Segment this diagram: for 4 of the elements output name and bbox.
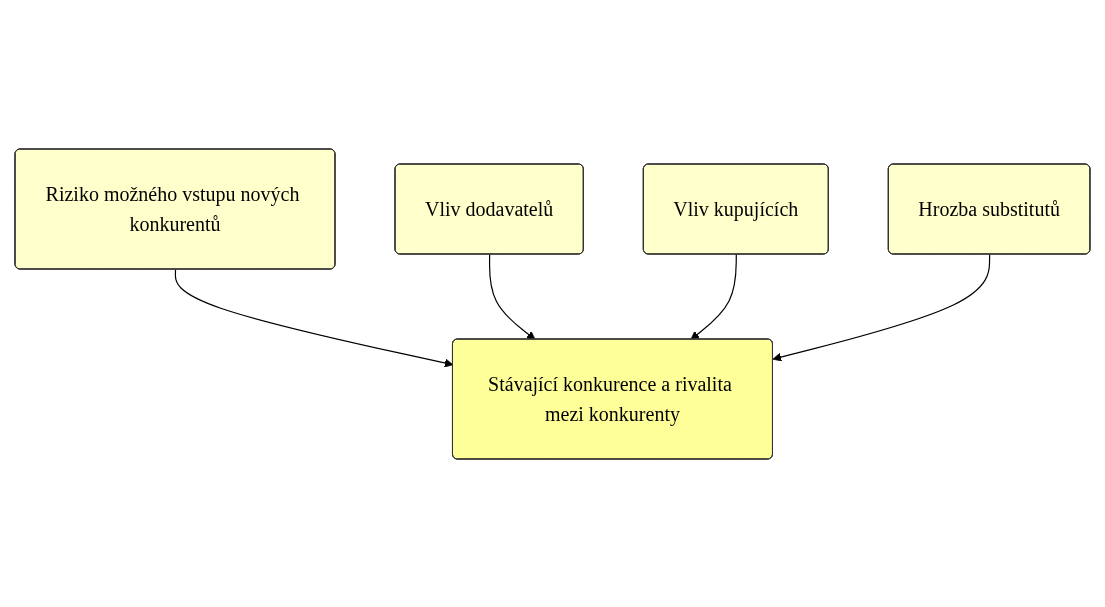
arrow [174,268,454,367]
arrow [488,253,536,340]
arrow [690,253,737,340]
arrow [772,253,991,361]
